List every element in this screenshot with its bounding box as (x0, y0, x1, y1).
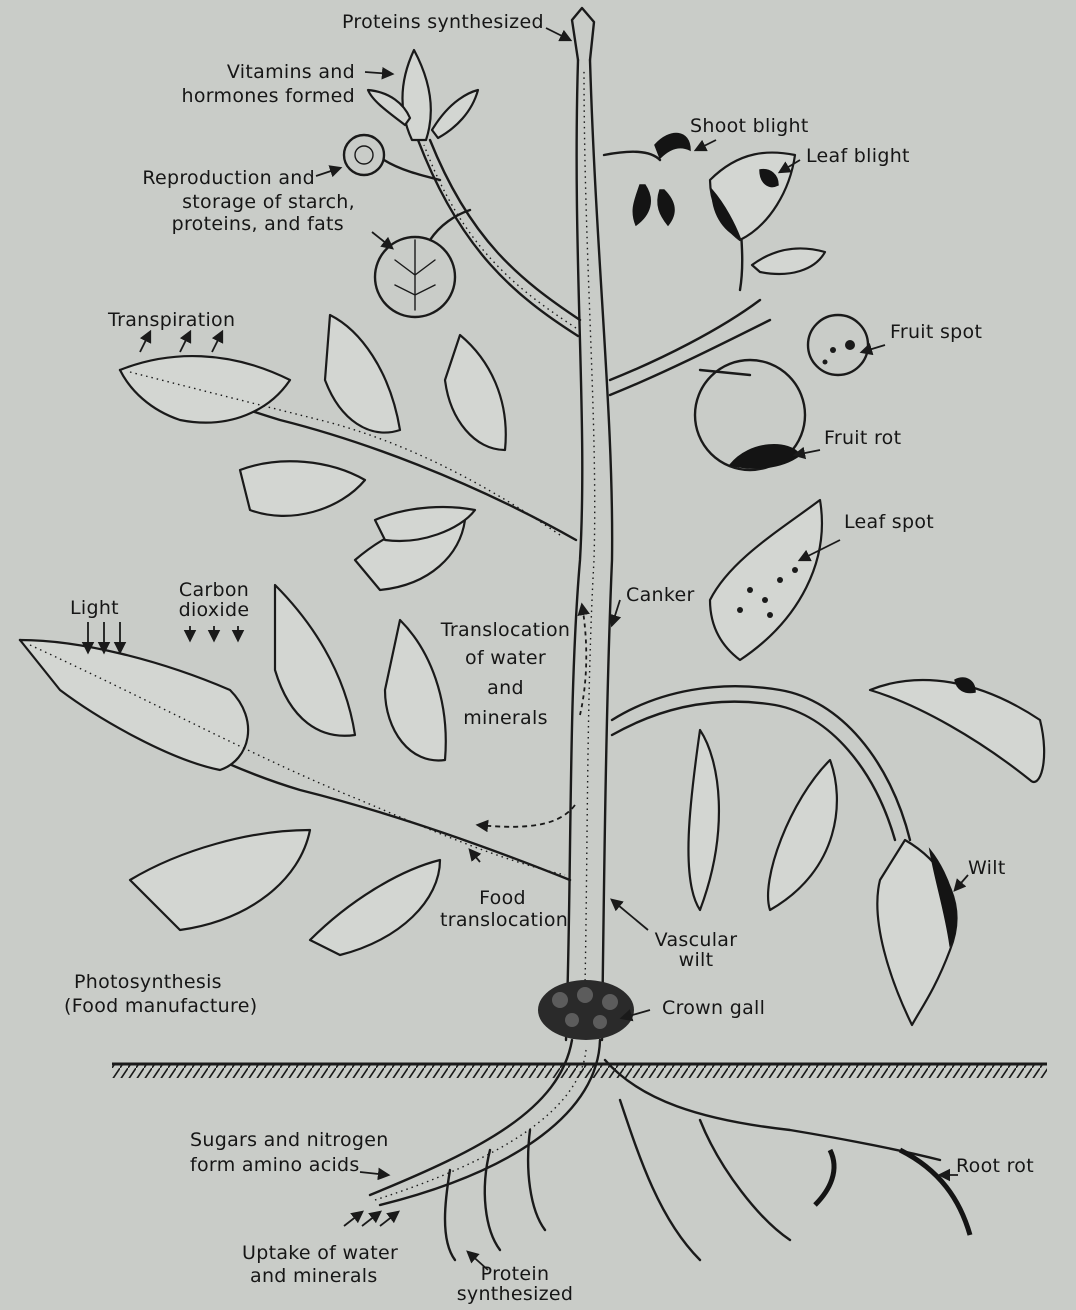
label-translocation-line4: minerals (438, 706, 573, 730)
label-sugars-line2: form amino acids (190, 1153, 360, 1177)
label-vitamins-line1: Vitamins and (160, 60, 355, 84)
label-sugars-line1: Sugars and nitrogen (190, 1128, 389, 1152)
label-canker: Canker (626, 583, 695, 607)
label-food-translocation-line1: Food (440, 886, 565, 910)
label-leaf-blight: Leaf blight (806, 144, 910, 168)
label-photosynthesis-line2: (Food manufacture) (64, 994, 257, 1018)
label-uptake-line1: Uptake of water (242, 1241, 398, 1265)
label-uptake-line2: and minerals (250, 1264, 378, 1288)
label-transpiration: Transpiration (108, 308, 235, 332)
label-reproduction-line1: Reproduction and (100, 166, 315, 190)
upper-left-branch (344, 50, 580, 336)
label-translocation-line3: and (438, 676, 573, 700)
label-translocation-line1: Translocation (438, 618, 573, 642)
label-leaf-spot: Leaf spot (844, 510, 934, 534)
crown-gall-mass (538, 980, 634, 1040)
label-wilt: Wilt (968, 856, 1006, 880)
label-photosynthesis-line1: Photosynthesis (74, 970, 222, 994)
label-light: Light (70, 596, 119, 620)
label-reproduction-line3: proteins, and fats (100, 212, 344, 236)
label-root-rot: Root rot (956, 1154, 1034, 1178)
label-reproduction-line2: storage of starch, (100, 190, 355, 214)
soil-line (112, 1064, 1047, 1078)
label-vitamins-line2: hormones formed (160, 84, 355, 108)
label-fruit-spot: Fruit spot (890, 320, 982, 344)
main-stem (566, 8, 612, 1040)
label-shoot-blight: Shoot blight (690, 114, 809, 138)
label-food-translocation-line2: translocation (440, 908, 565, 932)
label-translocation-line2: of water (438, 646, 573, 670)
label-protein-bottom-line2: synthesized (440, 1282, 590, 1306)
label-fruit-rot: Fruit rot (824, 426, 901, 450)
label-crown-gall: Crown gall (662, 996, 765, 1020)
label-proteins-synthesized-top: Proteins synthesized (342, 10, 544, 34)
label-carbon-line2: dioxide (164, 598, 264, 622)
label-vascular-wilt-line2: wilt (646, 948, 746, 972)
left-upper-leaves (120, 315, 576, 590)
upper-right-branch (604, 134, 868, 470)
